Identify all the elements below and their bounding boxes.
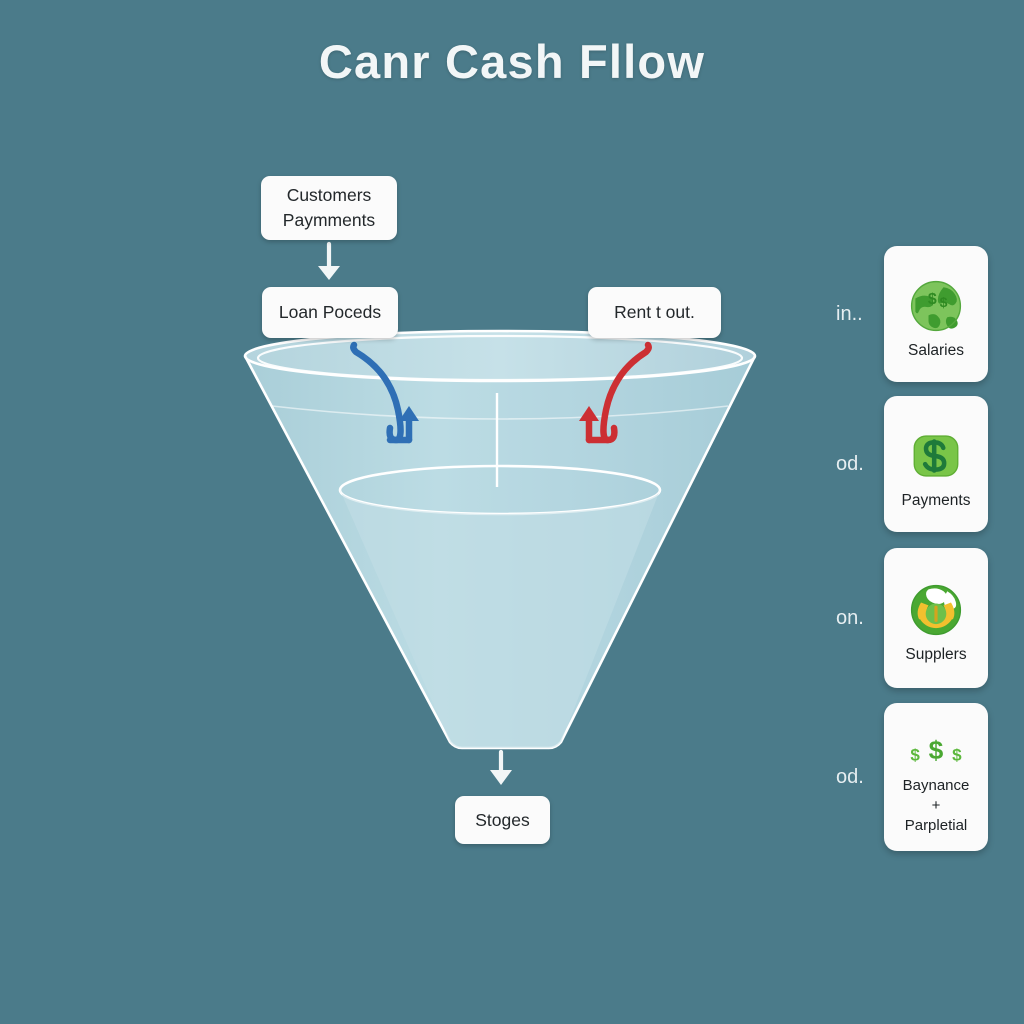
chip-rent-out[interactable]: Rent t out. bbox=[588, 287, 721, 338]
page-title: Canr Cash Fllow bbox=[318, 35, 706, 88]
legend-label-payments: Payments bbox=[902, 491, 971, 510]
svg-text:$: $ bbox=[910, 745, 920, 764]
legend-label-salaries-line-0: Salaries bbox=[908, 341, 964, 359]
legend-row-payments: od. Payments bbox=[830, 396, 1010, 532]
legend-card-supplers[interactable]: Supplers bbox=[884, 548, 988, 688]
chip-stages[interactable]: Stoges bbox=[455, 796, 550, 844]
legend-row-supplers: on. Supplers bbox=[830, 548, 1010, 688]
legend-label-supplers: Supplers bbox=[905, 645, 966, 664]
chip-rent-line-0: Rent t out. bbox=[614, 302, 695, 322]
legend-card-baynance[interactable]: $ $ $ Baynance + Parpletial bbox=[884, 703, 988, 851]
legend-label-baynance-line-0: Baynance bbox=[902, 776, 970, 794]
svg-text:$: $ bbox=[928, 291, 937, 308]
legend-note-supplers: on. bbox=[836, 606, 864, 629]
legend-label-salaries: Salaries bbox=[908, 341, 964, 360]
chip-customers-line-1: Paymments bbox=[282, 210, 376, 230]
legend-note-baynance: od. bbox=[836, 765, 864, 788]
inflow-curve-arrow bbox=[350, 341, 419, 444]
legend-label-baynance-line-1: + bbox=[931, 796, 941, 814]
chip-loan-proceeds[interactable]: Loan Poceds bbox=[262, 287, 398, 338]
legend-row-baynance: od. $ $ $ Baynance + Parpletial bbox=[830, 703, 1010, 851]
triple-dollar-icon: $ $ $ bbox=[905, 729, 967, 775]
svg-text:$: $ bbox=[929, 734, 944, 764]
legend-column: in.. $ $ Salaries bbox=[830, 246, 1010, 851]
legend-card-payments[interactable]: Payments bbox=[884, 396, 988, 532]
legend-row-salaries: in.. $ $ Salaries bbox=[830, 246, 1010, 382]
chip-stages-line-0: Stoges bbox=[475, 809, 530, 830]
legend-label-payments-line-0: Payments bbox=[901, 491, 971, 509]
legend-note-payments: od. bbox=[836, 452, 864, 475]
chip-loan-line-0: Loan Poceds bbox=[278, 302, 382, 322]
funnel-output-arrow bbox=[490, 749, 512, 785]
chip-customers-payments[interactable]: Customers Paymments bbox=[261, 176, 397, 240]
legend-label-supplers-line-0: Supplers bbox=[905, 645, 967, 663]
legend-card-salaries[interactable]: $ $ Salaries bbox=[884, 246, 988, 382]
funnel-body bbox=[243, 329, 757, 750]
globe-dollar-icon: $ $ bbox=[905, 275, 967, 337]
outflow-curve-arrow bbox=[579, 341, 652, 444]
legend-label-baynance: Baynance + Parpletial bbox=[903, 776, 970, 836]
legend-label-baynance-line-2: Parpletial bbox=[904, 816, 968, 834]
svg-text:$: $ bbox=[940, 293, 948, 309]
globe-coin-icon bbox=[905, 579, 967, 641]
chip-customers-line-0: Customers bbox=[286, 185, 372, 205]
svg-text:$: $ bbox=[952, 745, 962, 764]
customers-to-loan-arrow bbox=[318, 241, 340, 280]
dollar-bill-icon bbox=[905, 425, 967, 487]
legend-note-salaries: in.. bbox=[836, 302, 863, 325]
